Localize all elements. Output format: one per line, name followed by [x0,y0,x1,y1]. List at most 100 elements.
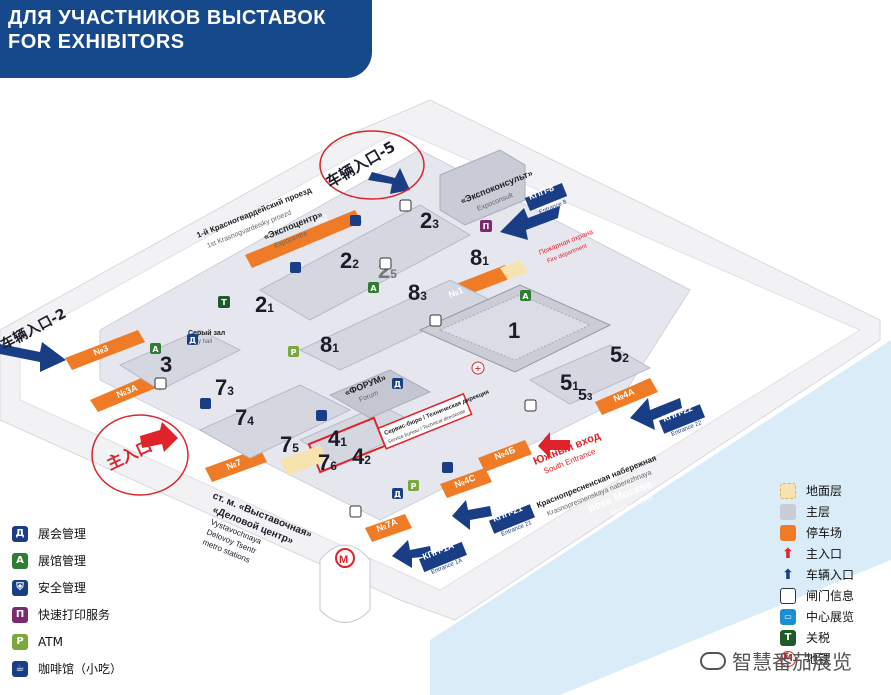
circle-main-entrance [91,414,189,496]
ground-floor-area [500,260,528,280]
atm-icon: P [288,346,299,357]
arrow-south-entrance [538,432,570,458]
office-icon: Д [392,378,403,389]
customs-icon: T [780,629,796,646]
hall-5-3: 53 [578,387,593,404]
legend-label: 中心展览 [806,610,855,624]
kpp-1a-badge [419,541,467,573]
gate-info-icon [349,505,362,518]
svg-text:P: P [291,348,297,357]
vehicle-entrance-arrows [0,168,682,568]
svg-text:М: М [339,554,348,566]
parking-zone [365,514,412,542]
legend-item: T 关税 [780,627,890,648]
svg-text:A: A [370,284,377,293]
legend-item: 停车场 [780,522,890,543]
hall-5-2: 52 [610,342,629,367]
vehicle-entrance-icon: ⬆ [782,566,794,583]
pavilion-2 [258,204,472,321]
medical-icon: + [471,361,485,375]
arrow-entrance-21 [452,500,492,530]
gate-info-icon [154,377,167,390]
center-exhibit-icon: ▭ [780,608,796,625]
pavilion-1 [418,284,612,373]
arrow-entrance-1a [392,540,432,568]
ground-floor-area [280,445,328,476]
pavilions [118,149,652,466]
arrow-entrance-22 [630,398,682,430]
svg-text:Д: Д [394,380,401,389]
hall-2-2: 22 [340,248,359,273]
atm-icon: P [12,633,28,650]
hall-2-3: 23 [420,208,439,233]
header-title-en: FOR EXHIBITORS [8,31,185,53]
hall-2-1: 21 [255,292,274,317]
pavilion-7 [198,384,352,459]
gate-info-icon [399,199,412,212]
legend-label: 快速打印服务 [38,608,111,622]
hall-4-2: 42 [352,444,371,469]
forum-building [328,369,432,419]
cafe-icon: ☕ [12,660,28,677]
kpp-8-badge [524,183,568,211]
legend-label: 地面层 [806,484,843,498]
security-icon [442,462,453,473]
ground-floor-swatch [780,482,796,499]
legend-label: 闸门信息 [806,589,855,603]
parking-zone [65,330,145,370]
legend-item: П 快速打印服务 [12,601,212,628]
cafe-icon [350,215,361,226]
gate-info-icon [780,587,796,604]
hall-1: 1 [508,318,520,343]
svg-text:Д: Д [394,490,401,499]
atm-icon: P [408,480,419,491]
annotation-circles [91,130,425,496]
metro-icon: M [780,650,796,667]
hall-grey-en: Grey hall [188,339,212,345]
legend-item: ⬆车辆入口 [780,564,890,585]
hall-8-1: 81 [320,332,339,357]
customs-icon: T [218,296,230,308]
hall-7-6: 76 [318,450,337,475]
admin-icon: A [12,552,28,569]
hall-8-3: 81 [470,245,489,270]
legend-label: 展会管理 [38,527,87,541]
print-icon: П [480,220,492,232]
watermark-text: 智慧番茄展览 [732,650,852,674]
cafe-icon [290,262,301,273]
legend-item: ☕咖啡馆（小吃） [12,655,212,682]
office-icon: Д [187,334,198,345]
security-icon: ⛨ [12,579,28,596]
svg-text:Д: Д [189,336,196,345]
legend-item: ⛨安全管理 [12,574,212,601]
legend-item: ⬆主入口 [780,543,890,564]
parking-zone [440,468,492,498]
arrow-entrance-8 [500,206,560,240]
legend-item: 闸门信息 [780,585,890,606]
svg-text:П: П [483,222,490,231]
kpp-22-badge [658,404,706,434]
circle-vehicle-entrance-5 [319,130,425,200]
legend-label: 主入口 [806,547,843,561]
print-icon: П [12,606,28,623]
hall-3: 3 [160,352,172,377]
main-floor-swatch [780,503,796,520]
office-icon: Д [392,488,403,499]
parking-zone [478,440,532,472]
kpp-21-badge [488,504,536,534]
legend-label: 关税 [806,631,831,645]
expocentre-tower [439,149,526,226]
gate-info-icon [524,399,537,412]
admin-icon: A [150,343,161,354]
hall-7-3: 73 [215,375,234,400]
parking-zone [595,378,658,415]
river [430,340,891,695]
arrow-entrance-5 [368,168,410,194]
svg-text:P: P [411,482,417,491]
header-title-ru: ДЛЯ УЧАСТНИКОВ ВЫСТАВОК [8,7,326,29]
admin-icon: A [520,290,531,301]
hall-grey: Серый зал [188,329,225,337]
